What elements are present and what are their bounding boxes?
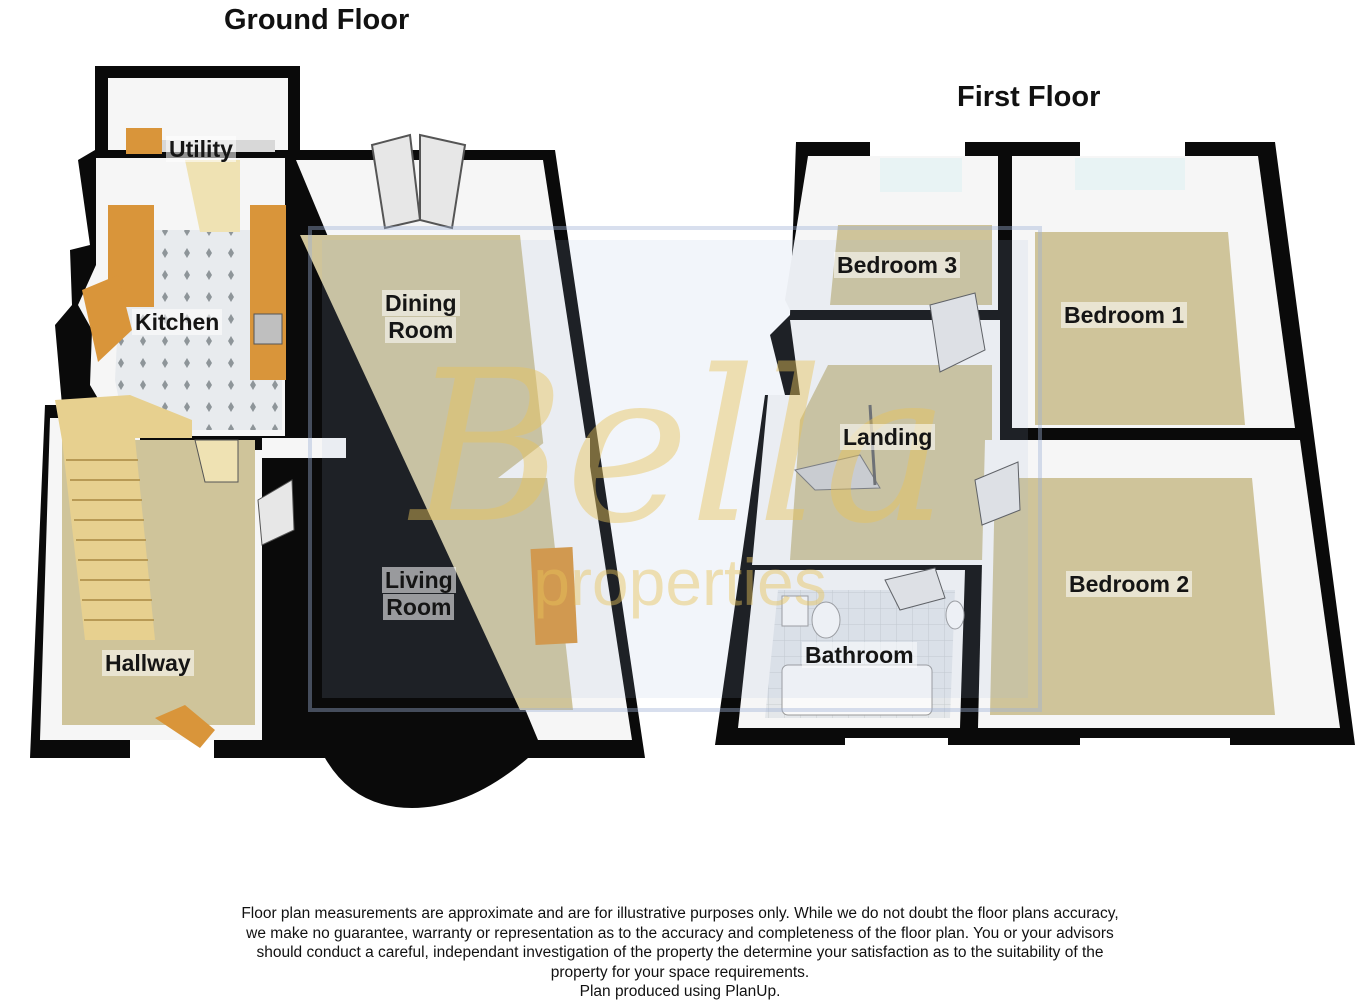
disclaimer-text: Floor plan measurements are approximate …: [180, 904, 1180, 1002]
disclaimer-line: we make no guarantee, warranty or repres…: [246, 924, 1114, 942]
label-hallway: Hallway: [102, 650, 194, 677]
label-dining-room: Dining Room: [382, 290, 460, 344]
disclaimer-line: property for your space requirements.: [550, 963, 810, 981]
label-bathroom: Bathroom: [802, 642, 917, 669]
label-kitchen: Kitchen: [132, 309, 223, 336]
label-bedroom-1: Bedroom 1: [1061, 302, 1188, 329]
utility-room: [108, 78, 288, 154]
label-bedroom-3: Bedroom 3: [834, 252, 961, 279]
watermark-logo: [308, 226, 1042, 712]
label-bedroom-2: Bedroom 2: [1066, 571, 1193, 598]
first-floor-title: First Floor: [957, 81, 1101, 113]
kitchen-room: [78, 158, 286, 436]
disclaimer-line: Floor plan measurements are approximate …: [241, 905, 1119, 922]
ground-floor-plan: [30, 66, 645, 808]
disclaimer-line: should conduct a careful, independant in…: [256, 944, 1104, 961]
label-utility: Utility: [166, 136, 236, 163]
dining-living-room: [262, 133, 632, 740]
watermark-sub-text: properties: [533, 545, 827, 619]
floor-plan-drawing: Bella properties: [30, 66, 1355, 808]
label-landing: Landing: [840, 424, 936, 451]
ground-floor-title: Ground Floor: [224, 4, 410, 36]
label-living-room: Living Room: [382, 567, 456, 621]
bedroom-1-room: [1012, 156, 1295, 428]
disclaimer-line: Plan produced using PlanUp.: [579, 983, 781, 1000]
